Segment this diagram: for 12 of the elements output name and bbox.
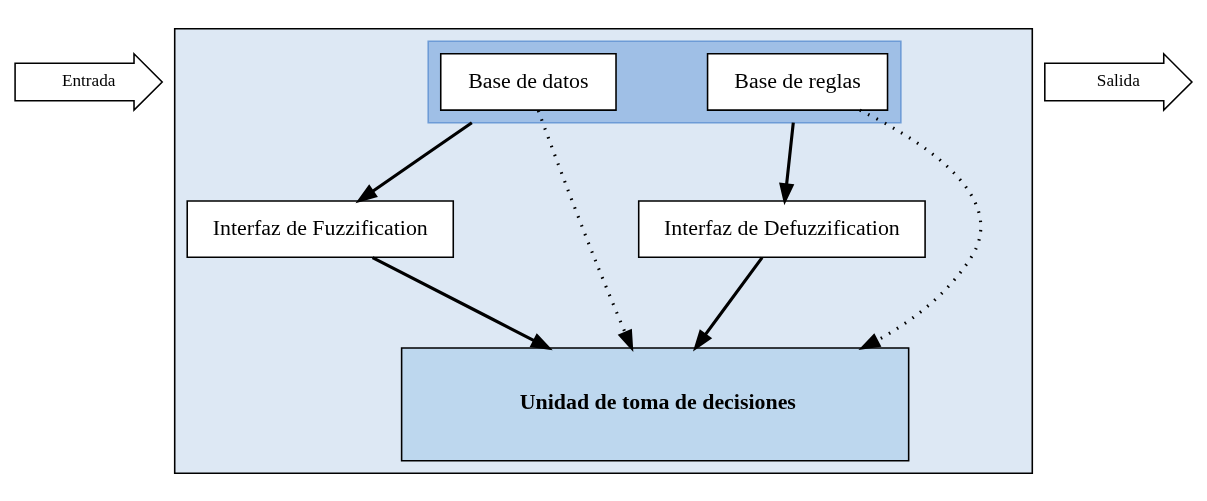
arrow [858, 108, 983, 350]
arrow [779, 122, 795, 205]
arrow [692, 256, 764, 351]
node-box: Base de datos [439, 52, 617, 111]
cluster [427, 40, 902, 123]
node-box: Unidad de toma de decisiones [400, 346, 910, 461]
node-box: Interfaz de Fuzzification [186, 199, 455, 258]
node-box: Interfaz de Defuzzification [637, 199, 926, 258]
node-box: Base de reglas [706, 52, 889, 111]
cluster [173, 27, 1034, 474]
arrow [371, 255, 553, 350]
arrow [355, 120, 473, 203]
